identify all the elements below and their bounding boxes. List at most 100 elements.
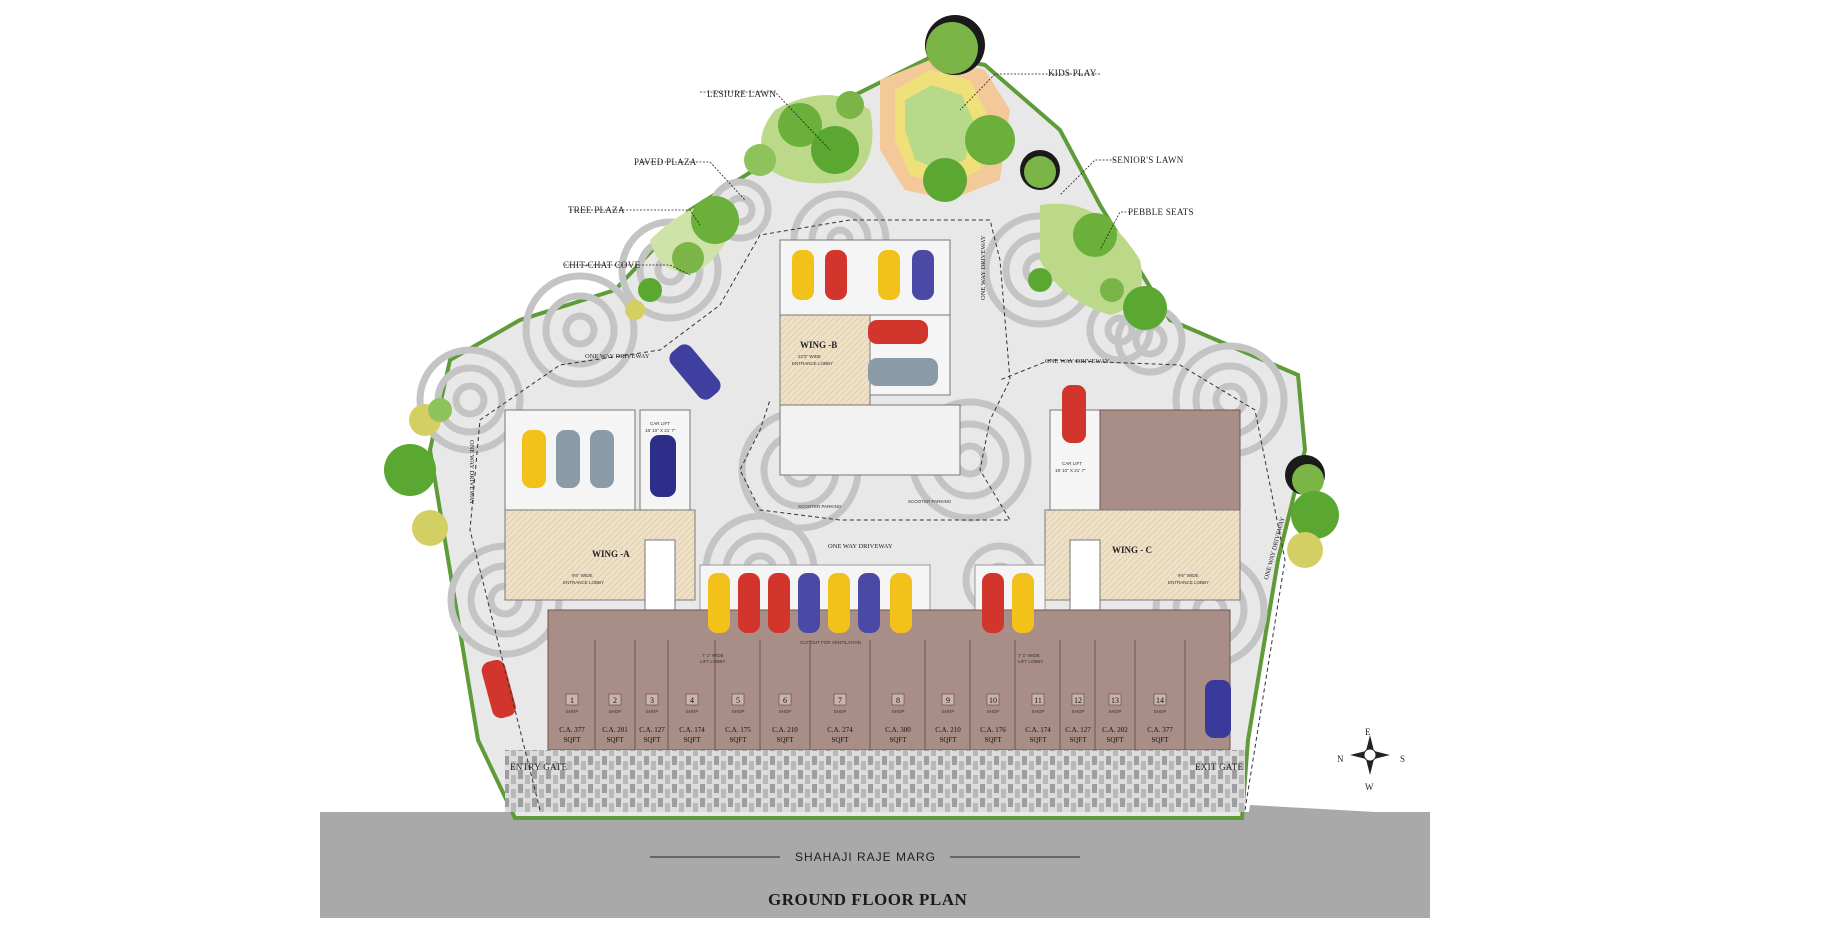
label-driveway-3: ONE WAY DRIVEWAY bbox=[828, 543, 893, 550]
wing-a-lobby-label: ENTRANCE LOBBY bbox=[563, 580, 604, 585]
exit-gate-label: EXIT GATE bbox=[1195, 762, 1243, 772]
trees bbox=[384, 15, 1339, 568]
road bbox=[320, 812, 1430, 918]
lift-lobby-west-label: LIFT LOBBY bbox=[700, 659, 725, 664]
driveway-path bbox=[469, 219, 1011, 811]
shop-word: SHOP bbox=[1072, 709, 1085, 714]
shop-number-box bbox=[608, 693, 622, 706]
shop-carpet-area: C.A. 176 bbox=[980, 726, 1006, 734]
shop-sqft: SQFT bbox=[889, 736, 907, 744]
shop-carpet-area: C.A. 377 bbox=[1147, 726, 1173, 734]
parked-cars bbox=[481, 250, 1231, 738]
shops-row bbox=[547, 609, 1231, 751]
shop-number: 2 bbox=[613, 696, 617, 705]
lift-lobby-east-width: 7' 1" WIDE bbox=[1018, 653, 1040, 658]
compass-w: W bbox=[1365, 782, 1374, 792]
compass-rose bbox=[1350, 735, 1390, 775]
shop-word: SHOP bbox=[646, 709, 659, 714]
label-chit-chat: CHIT-CHAT COVE bbox=[563, 260, 641, 270]
shop-carpet-area: C.A. 174 bbox=[1025, 726, 1051, 734]
shop-number: 9 bbox=[946, 696, 950, 705]
shop-number: 1 bbox=[570, 696, 574, 705]
shop-sqft: SQFT bbox=[683, 736, 701, 744]
label-leisure-lawn: LESIURE LAWN bbox=[707, 89, 776, 99]
label-driveway-4: ONE WAY DRIVEWAY bbox=[980, 235, 987, 300]
shop-word: SHOP bbox=[987, 709, 1000, 714]
shop-carpet-area: C.A. 201 bbox=[602, 726, 628, 734]
shop-word: SHOP bbox=[892, 709, 905, 714]
shop-number-box bbox=[685, 693, 699, 706]
label-paved-plaza: PAVED PLAZA bbox=[634, 157, 697, 167]
wing-a-title: WING -A bbox=[592, 549, 630, 559]
shop-word: SHOP bbox=[732, 709, 745, 714]
shop-carpet-area: C.A. 202 bbox=[1102, 726, 1128, 734]
shop-number: 13 bbox=[1111, 696, 1119, 705]
shop-number-box bbox=[941, 693, 955, 706]
shop-sqft: SQFT bbox=[563, 736, 581, 744]
shop-sqft: SQFT bbox=[1069, 736, 1087, 744]
compass-n: N bbox=[1337, 754, 1344, 764]
shop-number-box bbox=[891, 693, 905, 706]
shop-sqft: SQFT bbox=[939, 736, 957, 744]
wing-b-lobby-label: ENTRANCE LOBBY bbox=[792, 361, 833, 366]
shop-number-box bbox=[645, 693, 659, 706]
shop-number: 3 bbox=[650, 696, 654, 705]
scooter-parking-1: SCOOTER PARKING bbox=[798, 504, 842, 509]
shop-number: 14 bbox=[1156, 696, 1164, 705]
shop-number: 6 bbox=[783, 696, 787, 705]
shop-sqft: SQFT bbox=[1151, 736, 1169, 744]
shop-sqft: SQFT bbox=[606, 736, 624, 744]
shop-sqft: SQFT bbox=[1029, 736, 1047, 744]
shop-word: SHOP bbox=[1109, 709, 1122, 714]
shop-number-box bbox=[833, 693, 847, 706]
label-driveway-5: ONE WAY DRIVEWAY bbox=[468, 440, 475, 505]
shop-sqft: SQFT bbox=[729, 736, 747, 744]
label-seniors-lawn: SENIOR'S LAWN bbox=[1112, 155, 1184, 165]
shop-carpet-area: C.A. 210 bbox=[772, 726, 798, 734]
lift-lobby-east-label: LIFT LOBBY bbox=[1018, 659, 1043, 664]
shop-number: 11 bbox=[1034, 696, 1042, 705]
wing-c-title: WING - C bbox=[1112, 545, 1152, 555]
wing-c-flat bbox=[1099, 409, 1241, 511]
shop-word: SHOP bbox=[609, 709, 622, 714]
shop-carpet-area: C.A. 377 bbox=[559, 726, 585, 734]
cutout-label: CUT OUT FOR VENTILATION bbox=[800, 640, 861, 645]
shop-number: 10 bbox=[989, 696, 997, 705]
car-lift-west-label: CAR LIFT bbox=[650, 421, 670, 426]
shop-carpet-area: C.A. 300 bbox=[885, 726, 911, 734]
shop-word: SHOP bbox=[1032, 709, 1045, 714]
entry-gate-label: ENTRY GATE bbox=[510, 762, 568, 772]
label-kids-play: KIDS PLAY bbox=[1048, 68, 1097, 78]
label-tree-plaza: TREE PLAZA bbox=[568, 205, 625, 215]
shop-word: SHOP bbox=[686, 709, 699, 714]
wing-c-lobby-width: 9'6" WIDE bbox=[1178, 573, 1198, 578]
car-lift-west-size: 18' 10" X 21' 7" bbox=[645, 428, 676, 433]
compass-s: S bbox=[1400, 754, 1405, 764]
shop-number-box bbox=[731, 693, 745, 706]
shop-carpet-area: C.A. 210 bbox=[935, 726, 961, 734]
label-driveway-1: ONE WAY DRIVEWAY bbox=[585, 353, 650, 360]
car-lift-east-label: CAR LIFT bbox=[1062, 461, 1082, 466]
shop-word: SHOP bbox=[834, 709, 847, 714]
shop-sqft: SQFT bbox=[831, 736, 849, 744]
wing-b-lobby bbox=[779, 314, 871, 406]
shop-number: 5 bbox=[736, 696, 740, 705]
shop-number-box bbox=[565, 693, 579, 706]
shop-word: SHOP bbox=[566, 709, 579, 714]
shop-sqft: SQFT bbox=[1106, 736, 1124, 744]
shop-number: 7 bbox=[838, 696, 842, 705]
label-pebble-seats: PEBBLE SEATS bbox=[1128, 207, 1194, 217]
shop-number-box bbox=[1031, 693, 1045, 706]
shop-number-box bbox=[1153, 693, 1167, 706]
shop-carpet-area: C.A. 127 bbox=[1065, 726, 1091, 734]
shop-word: SHOP bbox=[942, 709, 955, 714]
shop-number: 8 bbox=[896, 696, 900, 705]
shop-number-box bbox=[1108, 693, 1122, 706]
shop-sqft: SQFT bbox=[643, 736, 661, 744]
shop-word: SHOP bbox=[779, 709, 792, 714]
plan-title: GROUND FLOOR PLAN bbox=[768, 890, 968, 909]
shop-carpet-area: C.A. 175 bbox=[725, 726, 751, 734]
label-driveway-2: ONE WAY DRIVEWAY bbox=[1045, 358, 1110, 365]
